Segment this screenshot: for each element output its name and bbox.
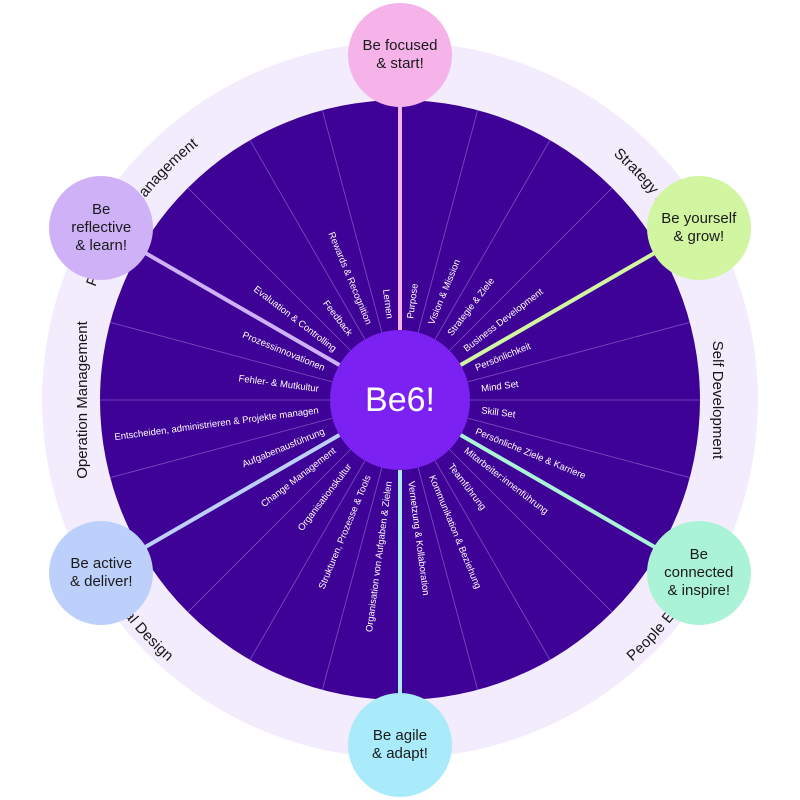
sector-label: Lernen [380,289,395,320]
node-be-reflective: Be reflective & learn! [49,175,154,280]
segment-divider [449,187,613,351]
ring-label: Self Development [709,341,726,460]
segment-divider [321,467,383,690]
segment-lines [100,110,700,690]
segment-divider [467,417,690,479]
segment-divider [321,110,383,333]
sector-label: Skill Set [481,405,517,420]
spoke-line [459,245,666,367]
node-label: Be focused & start! [362,37,438,72]
spoke-line [134,433,341,555]
center-hub: Be6! [330,330,470,470]
node-label: Be yourself & grow! [661,209,737,245]
ring-label: Operation Management [74,320,91,478]
spokes [134,95,666,705]
segment-divider [249,460,366,661]
segment-divider [434,139,551,340]
segment-divider [449,449,613,613]
node-be-connected: Be connected & inspire! [646,520,751,625]
segment-divider [110,321,333,383]
node-label: Be reflective & learn! [71,200,132,254]
node-be-yourself: Be yourself & grow! [646,175,751,280]
node-be-focused: Be focused & start! [348,3,452,107]
spoke-line [459,433,666,555]
center-label: Be6! [365,380,435,419]
sector-label: Purpose [405,283,421,320]
sector-label: Mind Set [481,379,520,395]
segment-divider [417,467,479,690]
node-be-active: Be active & deliver! [49,520,154,625]
spoke-line [134,245,341,367]
segment-divider [434,460,551,661]
segment-divider [417,110,479,333]
node-be-agile: Be agile & adapt! [348,693,452,797]
node-label: Be agile & adapt! [372,727,428,762]
segment-divider [187,187,351,351]
node-label: Be active & deliver! [69,554,133,590]
segment-divider [467,321,690,383]
segment-divider [187,449,351,613]
segment-divider [110,417,333,479]
node-label: Be connected & inspire! [664,545,734,599]
segment-divider [249,139,366,340]
